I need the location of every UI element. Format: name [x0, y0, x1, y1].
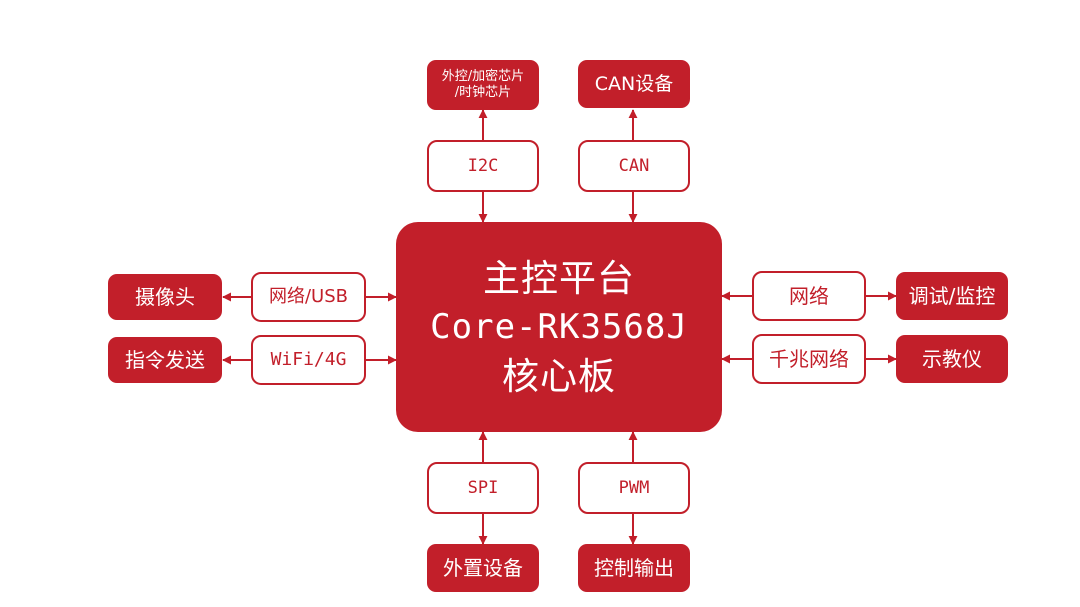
wifi-4g-box: WiFi/4G [251, 335, 366, 385]
network-box: 网络 [752, 271, 866, 321]
chip-line-1: 外控/加密芯片 [441, 69, 525, 84]
core-board-box: 主控平台 Core-RK3568J 核心板 [396, 222, 722, 432]
can-device-box: CAN设备 [578, 60, 690, 108]
gigabit-network-box: 千兆网络 [752, 334, 866, 384]
chip-box: 外控/加密芯片 /时钟芯片 [427, 60, 539, 110]
i2c-box: I2C [427, 140, 539, 192]
spi-box: SPI [427, 462, 539, 514]
camera-box: 摄像头 [108, 274, 222, 320]
core-title: 主控平台 [483, 256, 635, 300]
core-subtitle: 核心板 [502, 354, 616, 398]
command-send-box: 指令发送 [108, 337, 222, 383]
core-model: Core-RK3568J [430, 306, 688, 347]
chip-line-2: /时钟芯片 [454, 85, 512, 100]
demo-instrument-box: 示教仪 [896, 335, 1008, 383]
network-usb-box: 网络/USB [251, 272, 366, 322]
external-device-box: 外置设备 [427, 544, 539, 592]
control-output-box: 控制输出 [578, 544, 690, 592]
debug-monitor-box: 调试/监控 [896, 272, 1008, 320]
can-box: CAN [578, 140, 690, 192]
pwm-box: PWM [578, 462, 690, 514]
